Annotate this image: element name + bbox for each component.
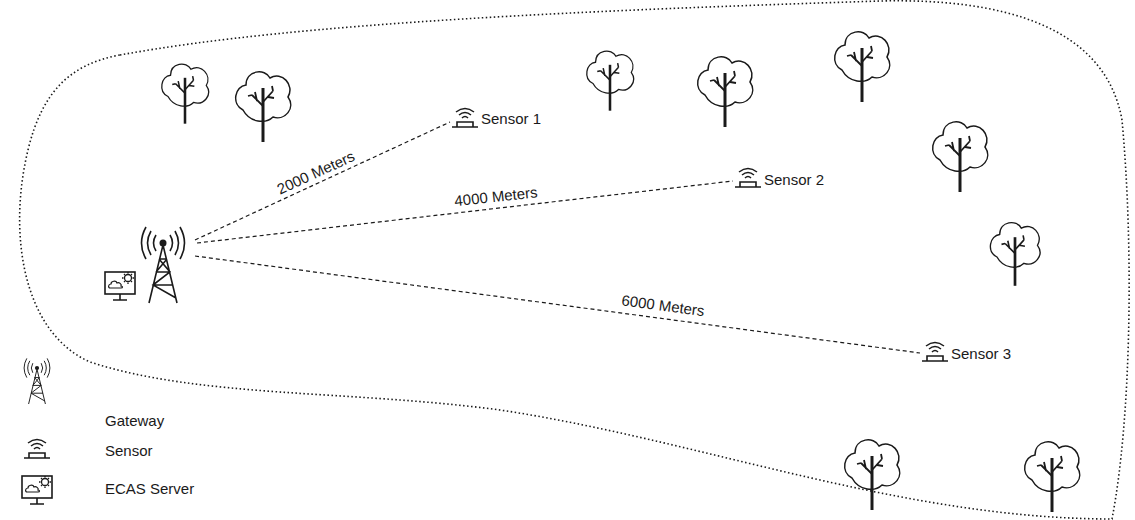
legend-text: Sensor (105, 443, 153, 460)
legend-server-icon (22, 476, 52, 504)
gateway-tower (142, 227, 185, 303)
legend-text: ECAS Server (105, 481, 194, 498)
legend-gateway-icon (24, 358, 50, 404)
distance-label: 4000 Meters (452, 184, 541, 210)
sensor-icon (922, 343, 948, 362)
distance-lines (195, 122, 920, 353)
legend-text: Gateway (105, 413, 164, 430)
sensor-icon (452, 109, 478, 128)
region-boundary (20, 1, 1130, 519)
sensor-label: Sensor 3 (951, 346, 1011, 363)
legend-sensor-icon (24, 440, 50, 459)
distance-label: 2000 Meters (273, 147, 359, 198)
ecas-server-icon (105, 272, 135, 300)
sensor-label: Sensor 2 (764, 172, 824, 189)
sensor-icon (735, 169, 761, 188)
distance-label: 6000 Meters (619, 292, 708, 320)
sensor-label: Sensor 1 (481, 111, 541, 128)
trees (162, 32, 1080, 512)
